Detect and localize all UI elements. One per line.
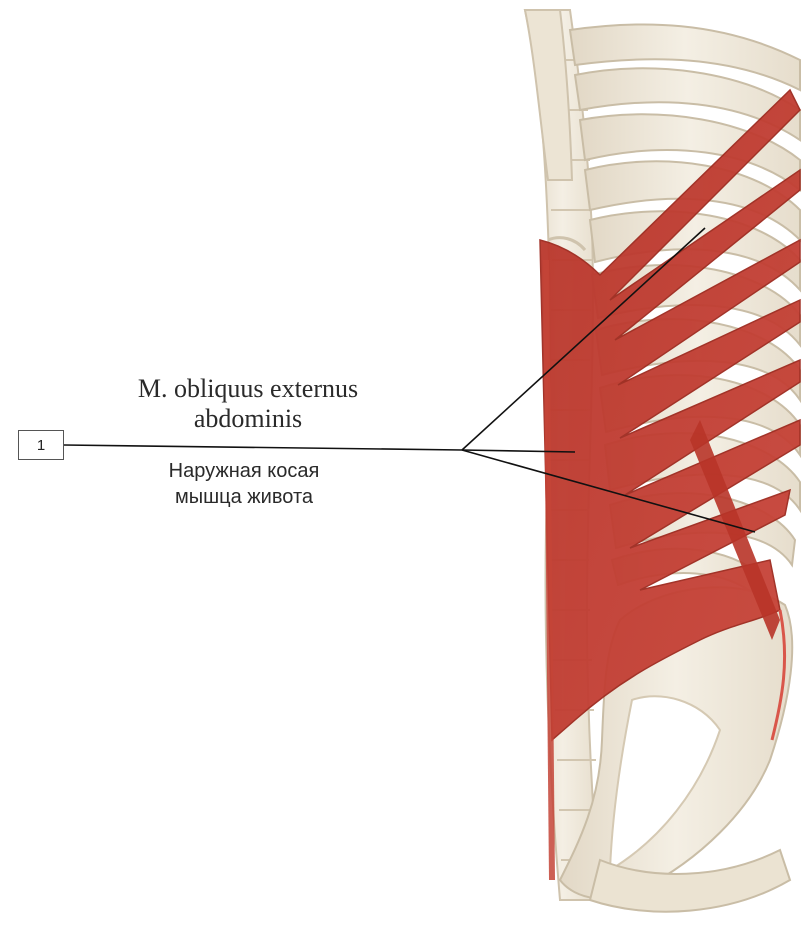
latin-name-line-2: abdominis bbox=[92, 404, 404, 434]
russian-name-line-2: мышца живота bbox=[110, 484, 378, 510]
label-number: 1 bbox=[37, 437, 45, 454]
label-number-box: 1 bbox=[18, 430, 64, 460]
russian-name-line-1: Наружная косая bbox=[110, 458, 378, 484]
leader-line-main bbox=[64, 445, 462, 450]
russian-name: Наружная косая мышца живота bbox=[110, 458, 378, 510]
latin-name-line-1: M. obliquus externus bbox=[92, 374, 404, 404]
latin-name: M. obliquus externus abdominis bbox=[92, 374, 404, 434]
